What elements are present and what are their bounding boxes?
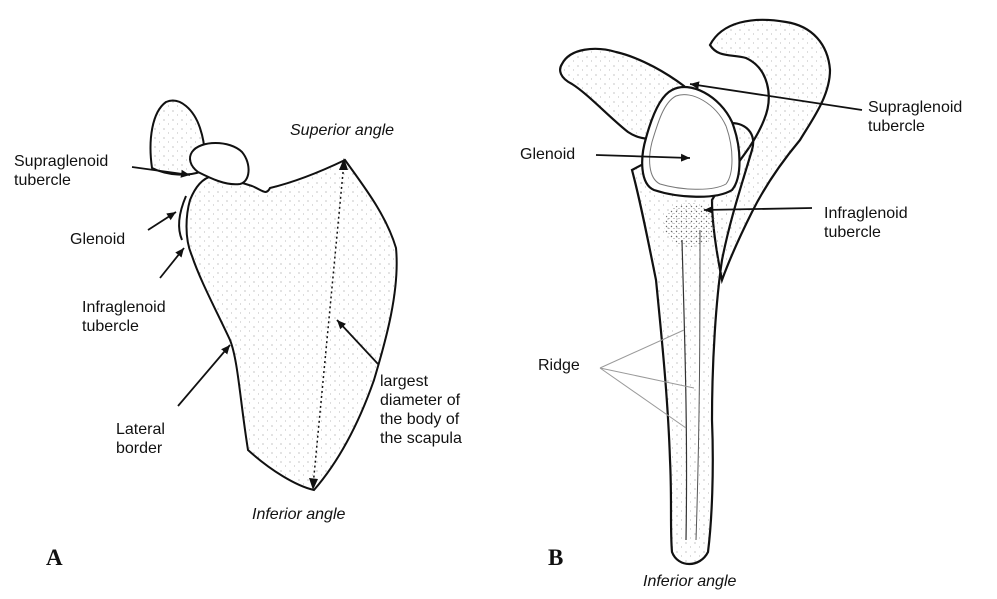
panel-a-scapula [132, 101, 397, 490]
label-a-infraglenoid: Infraglenoid tubercle [82, 298, 166, 336]
label-a-largest-diameter: largest diameter of the body of the scap… [380, 372, 462, 448]
label-b-infraglenoid: Infraglenoid tubercle [824, 204, 908, 242]
scapula-body-outline [187, 160, 397, 490]
glenoid-lip [179, 196, 186, 240]
label-b-supraglenoid: Supraglenoid tubercle [868, 98, 962, 136]
label-a-supraglenoid: Supraglenoid tubercle [14, 152, 108, 190]
panel-b-scapula [560, 20, 862, 564]
label-b-ridge: Ridge [538, 356, 580, 375]
arrow-a-lateral-border [178, 345, 230, 406]
label-b-inferior-angle: Inferior angle [643, 572, 736, 591]
glenoid-cap-outline [190, 143, 249, 184]
label-a-inferior-angle: Inferior angle [252, 505, 345, 524]
label-a-superior-angle: Superior angle [290, 121, 394, 140]
panel-b-letter: B [548, 545, 563, 571]
label-b-glenoid: Glenoid [520, 145, 575, 164]
label-a-lateral-border: Lateral border [116, 420, 165, 458]
label-a-glenoid: Glenoid [70, 230, 125, 249]
arrow-a-infraglenoid [160, 248, 184, 278]
arrow-a-glenoid [148, 212, 176, 230]
panel-a-letter: A [46, 545, 63, 571]
